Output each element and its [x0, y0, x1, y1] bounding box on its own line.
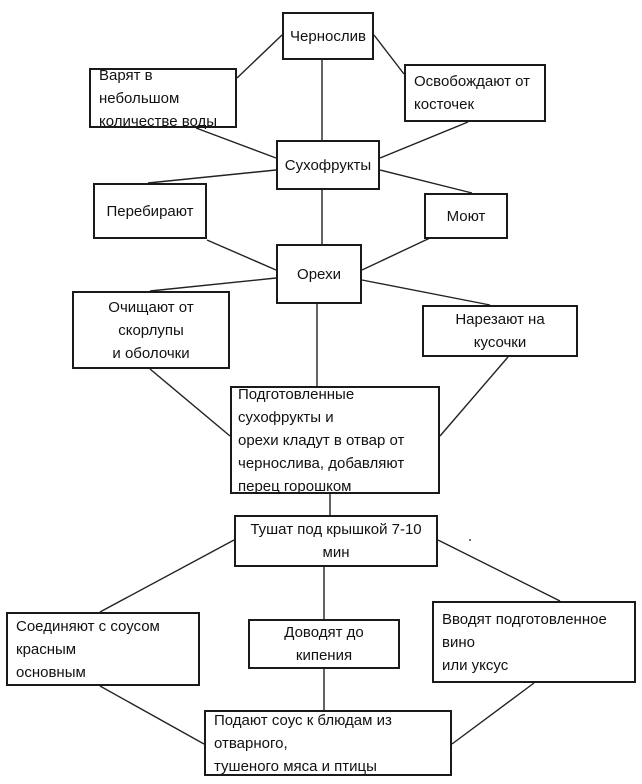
node-boil-line-2: количестве воды — [99, 112, 218, 130]
node-combine: Соединяют с соусом красным основным — [6, 612, 200, 686]
edge-wine-serve — [451, 682, 535, 745]
node-pits-line-1: Освобождают от — [414, 73, 531, 90]
node-wine-line-2: или уксус — [442, 656, 509, 674]
node-boil-line-1: Варят в небольшом — [99, 66, 180, 107]
edge-sort-nuts — [206, 239, 277, 271]
edge-shell-prepared — [149, 368, 231, 437]
node-prunes: Чернослив — [282, 12, 374, 60]
node-shell: Очищают от скорлупы и оболочки — [72, 291, 230, 369]
node-shell-line-2: и оболочки — [112, 344, 190, 362]
edge-nuts-shell — [149, 277, 277, 292]
node-prepared-line-4: перец горошком — [238, 477, 352, 495]
node-wash: Моют — [424, 193, 508, 239]
edge-stew-wine — [437, 539, 561, 602]
node-wine-line-1: Вводят подготовленное вино — [442, 610, 607, 651]
node-boil-small-water: Варят в небольшом количестве воды — [89, 67, 237, 130]
node-stew: Тушат под крышкой 7-10 мин — [234, 515, 438, 567]
node-slice-text: Нарезают на кусочки — [455, 311, 545, 351]
node-prepared-line-2: орехи кладут в отвар от — [238, 431, 405, 449]
node-bring-to-boil: Доводят до кипения — [248, 619, 400, 669]
edge-nuts-slice — [361, 279, 491, 306]
edge-stew-combine — [99, 539, 235, 613]
node-prunes-text: Чернослив — [290, 27, 366, 45]
node-remove-pits: Освобождают от косточек — [404, 64, 546, 122]
node-slice: Нарезают на кусочки — [422, 305, 578, 357]
edge-boil-dried — [195, 127, 277, 159]
node-prepared: Подготовленные сухофрукты и орехи кладут… — [230, 385, 440, 495]
edge-prunes-boil — [236, 34, 283, 79]
node-pits-line-2: косточек — [414, 96, 475, 113]
node-shell-line-1: Очищают от скорлупы — [108, 298, 194, 339]
node-bring-to-boil-text: Доводят до кипения — [284, 624, 364, 664]
node-serve-line-1: Подают соус к блюдам из отварного, — [214, 711, 392, 752]
node-sort: Перебирают — [93, 183, 207, 239]
node-stew-text: Тушат под крышкой 7-10 мин — [250, 521, 422, 561]
edge-pits-dried — [379, 121, 469, 159]
node-sort-text: Перебирают — [106, 202, 194, 220]
node-prepared-line-3: чернослива, добавляют — [238, 454, 405, 472]
node-dried-fruits: Сухофрукты — [276, 140, 380, 190]
stray-dot — [469, 539, 471, 541]
edge-combine-serve — [99, 685, 205, 745]
node-combine-line-2: основным — [16, 663, 86, 681]
edge-prunes-pits — [373, 34, 405, 75]
edge-wash-nuts — [361, 237, 431, 271]
node-serve: Подают соус к блюдам из отварного, тушен… — [204, 710, 452, 776]
node-prepared-line-1: Подготовленные сухофрукты и — [238, 385, 355, 426]
node-dried-fruits-text: Сухофрукты — [284, 156, 372, 174]
node-nuts-text: Орехи — [297, 265, 341, 283]
node-wash-text: Моют — [446, 207, 486, 225]
node-add-wine: Вводят подготовленное вино или уксус — [432, 601, 636, 683]
edge-dried-wash — [379, 169, 473, 194]
edge-slice-prepared — [439, 356, 509, 437]
node-combine-line-1: Соединяют с соусом красным — [16, 617, 160, 658]
edge-dried-sort — [147, 169, 277, 184]
node-nuts: Орехи — [276, 244, 362, 304]
node-serve-line-2: тушеного мяса и птицы — [214, 757, 377, 775]
